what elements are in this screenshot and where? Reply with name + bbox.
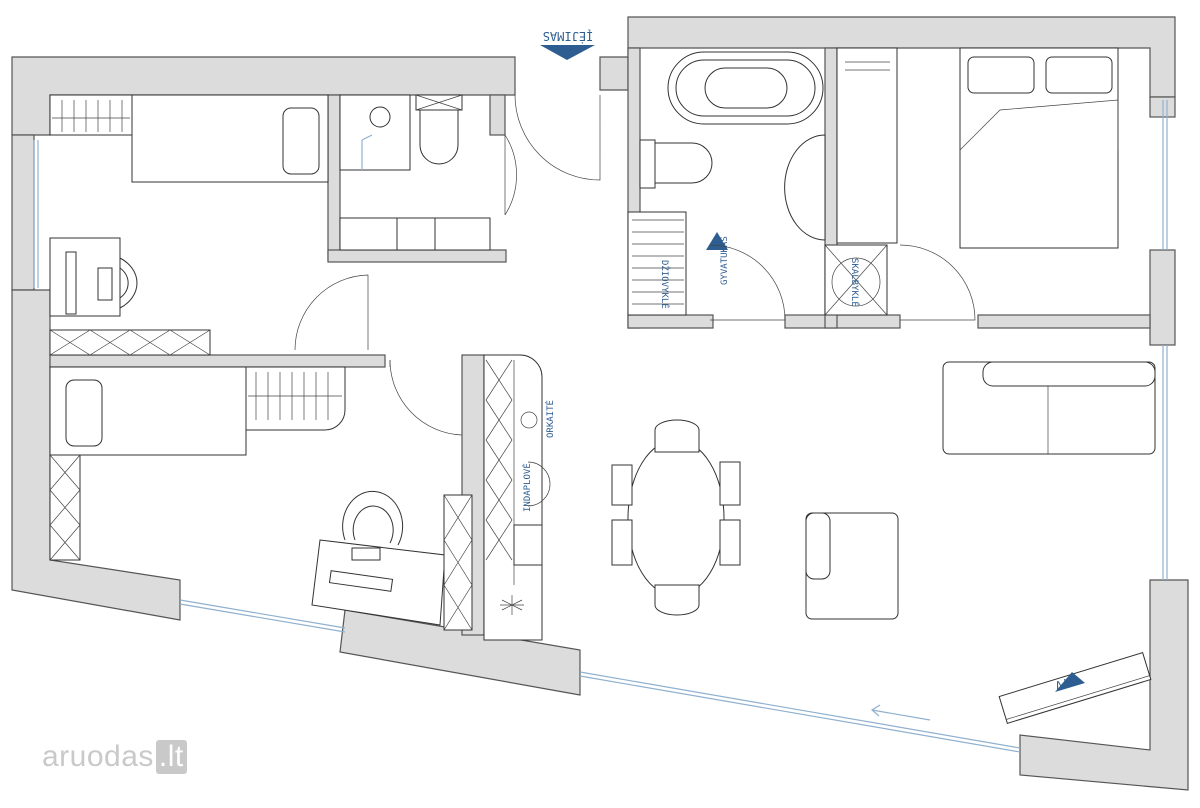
riser-arrow-icon — [706, 232, 728, 250]
toilet-tank-bath — [639, 139, 656, 189]
bedroom-top-left — [49, 94, 369, 356]
shower-drain — [369, 106, 391, 128]
entrance-arrow-icon — [540, 45, 595, 60]
door-bathroom — [709, 244, 786, 321]
pillow-top-left — [282, 107, 320, 175]
wardrobe-master — [836, 47, 898, 244]
kitchen-counter — [483, 354, 543, 641]
oven-label: ORKAITĖ — [545, 400, 556, 438]
view-arrow — [871, 709, 931, 721]
wall-bath2-mid — [784, 314, 901, 329]
tv-arrow-icon — [1055, 672, 1085, 692]
dining-table — [627, 439, 725, 597]
monitor-lower-left — [328, 570, 394, 592]
door-lower-left — [389, 359, 463, 436]
chair-top-left — [119, 257, 138, 309]
blanket — [959, 99, 1119, 151]
bathroom-right: DŽIOVYKLĖ GYVATUKAS SKALBYKLĖ — [627, 51, 888, 321]
door-bedroom — [899, 244, 976, 321]
door-top-left — [294, 274, 369, 351]
monitor-top-left — [65, 251, 77, 315]
dryer-label: DŽIOVYKLĖ — [659, 260, 671, 309]
wall-bath-left — [327, 94, 341, 261]
pillow-left — [967, 56, 1035, 94]
dishwasher-label: INDAPLOVĖ — [522, 463, 533, 512]
wall-bed-bottom — [977, 314, 1151, 329]
dishwasher-icon — [527, 461, 551, 507]
keyboard-lower-left — [351, 547, 381, 561]
tv-label: TV — [1053, 675, 1071, 693]
oven-icon — [520, 411, 538, 429]
bedroom-master — [836, 47, 1119, 321]
shower — [339, 94, 411, 171]
pillow-right — [1045, 56, 1113, 94]
dryer-cabinet — [627, 211, 687, 316]
living-room: TV — [805, 361, 1156, 724]
toilet-wc — [419, 109, 459, 165]
keyboard-top-left — [97, 267, 113, 301]
door-entrance — [514, 94, 601, 181]
wall-right-upper — [1149, 249, 1176, 346]
tv-unit — [998, 652, 1152, 724]
wall-right-lower — [1019, 579, 1189, 791]
toilet-bath — [654, 142, 713, 184]
windows — [33, 100, 1168, 753]
dining-chairs — [611, 419, 741, 616]
logo-main: aruodas — [42, 740, 154, 773]
kitchen-sink — [513, 524, 543, 566]
riser-label: GYVATUKAS — [720, 236, 730, 285]
wall-left-upper — [11, 134, 35, 291]
wall-wc-bottom — [327, 249, 507, 263]
aruodas-logo: aruodas.lt — [42, 740, 187, 774]
kitchen: ORKAITĖ INDAPLOVĖ — [483, 354, 556, 641]
bedroom-lower-left — [49, 359, 473, 631]
door-wc — [504, 133, 517, 216]
walls — [11, 16, 1189, 791]
hob-icon — [500, 595, 524, 615]
wardrobe-label: SKALBYKLĖ — [849, 258, 860, 307]
chair-lower-left — [342, 490, 404, 546]
entrance: ĮĖJIMAS — [514, 29, 601, 181]
sink-bath — [784, 134, 826, 241]
wardrobe-lower-left — [245, 366, 346, 431]
wall-bath2-bottom — [627, 314, 714, 329]
wall-room-divider — [49, 354, 386, 368]
sink-wc — [396, 217, 436, 251]
entrance-label: ĮĖJIMAS — [543, 29, 594, 44]
logo-tld: .lt — [155, 740, 187, 774]
shelf-top-left — [49, 329, 211, 356]
wc — [339, 94, 517, 251]
pillow-lower-left — [65, 379, 103, 447]
dining — [611, 419, 741, 616]
wall-wc-right — [489, 94, 506, 136]
